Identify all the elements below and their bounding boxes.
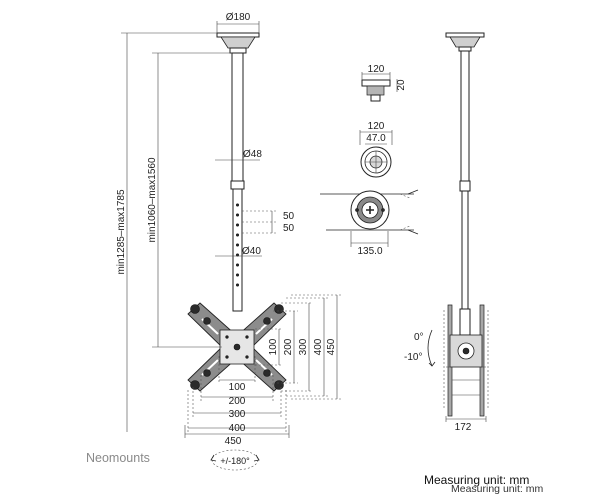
pole-length-label: min1060–max1560 — [147, 157, 158, 242]
pole-upper — [231, 52, 244, 182]
plate-side-detail: 120 20 — [361, 64, 407, 102]
plate-top-detail: 120 47.0 — [359, 121, 393, 178]
dim-pole-length: min1060–max1560 — [147, 52, 232, 348]
vesa-height-200: 200 — [283, 338, 294, 355]
front-view: Ø180 Ø48 50 50 Ø40 min1285–max1785 — [116, 12, 341, 471]
vesa-width-100: 100 — [229, 382, 246, 393]
vesa-width-450: 450 — [225, 436, 242, 447]
vesa-width-200: 200 — [229, 396, 246, 407]
clamp-width-label: 135.0 — [357, 246, 382, 257]
swivel-label: +/-180° — [220, 456, 250, 466]
footer: Neomounts Measuring unit: mm Measuring u… — [86, 451, 543, 495]
tilt-bottom-label: -10° — [404, 352, 422, 363]
plate-side-width-label: 120 — [368, 64, 385, 75]
swivel-indicator: +/-180° — [210, 449, 260, 471]
dim-vesa-height: 100 200 300 400 450 — [255, 294, 341, 400]
measuring-unit-note: Measuring unit: mm — [424, 473, 529, 487]
side-view: 0° -10° 172 — [404, 32, 489, 433]
vesa-height-400: 400 — [313, 338, 324, 355]
vesa-height-100: 100 — [268, 338, 279, 355]
adapter-dia-label: Ø40 — [242, 246, 261, 257]
detail-views: 120 20 120 47.0 — [320, 64, 419, 257]
pole-holes — [236, 203, 240, 287]
side-pole-upper — [460, 50, 470, 182]
pole-lower — [232, 188, 243, 312]
plate-top-width-label: 120 — [368, 121, 385, 132]
hole-step-2-label: 50 — [283, 223, 295, 234]
clamp-detail: 135.0 — [320, 189, 419, 257]
vesa-width-300: 300 — [229, 409, 246, 420]
dim-adapter: Ø40 — [215, 246, 262, 257]
measuring-unit-note-overlap: Measuring unit: mm — [451, 483, 543, 495]
dim-ceiling-plate: Ø180 — [216, 12, 260, 33]
depth-label: 172 — [455, 422, 472, 433]
plate-side-height-label: 20 — [396, 79, 407, 91]
ceiling-plate-dia-label: Ø180 — [226, 12, 251, 23]
brand-logo-text: Neomounts — [86, 451, 150, 465]
vesa-height-300: 300 — [298, 338, 309, 355]
tilt-indicator: 0° -10° — [404, 329, 436, 367]
dim-pole: Ø48 — [215, 149, 262, 161]
dim-vesa-width: 100 200 300 400 450 — [184, 356, 290, 447]
pole-dia-label: Ø48 — [243, 149, 262, 160]
vesa-width-400: 400 — [229, 423, 246, 434]
side-pole-lower — [461, 190, 469, 310]
tilt-bracket — [443, 304, 489, 417]
side-pole-joint — [459, 180, 471, 192]
dim-depth: 172 — [445, 416, 487, 433]
dim-total-height: min1285–max1785 — [116, 32, 217, 432]
hole-step-1-label: 50 — [283, 211, 295, 222]
pole-joint — [230, 180, 245, 190]
plate-inner-dia-label: 47.0 — [366, 133, 386, 144]
total-height-label: min1285–max1785 — [116, 189, 127, 274]
ceiling-plate — [216, 32, 260, 54]
tilt-top-label: 0° — [414, 332, 424, 343]
vesa-height-450: 450 — [326, 338, 337, 355]
dim-hole-steps: 50 50 — [242, 210, 295, 234]
